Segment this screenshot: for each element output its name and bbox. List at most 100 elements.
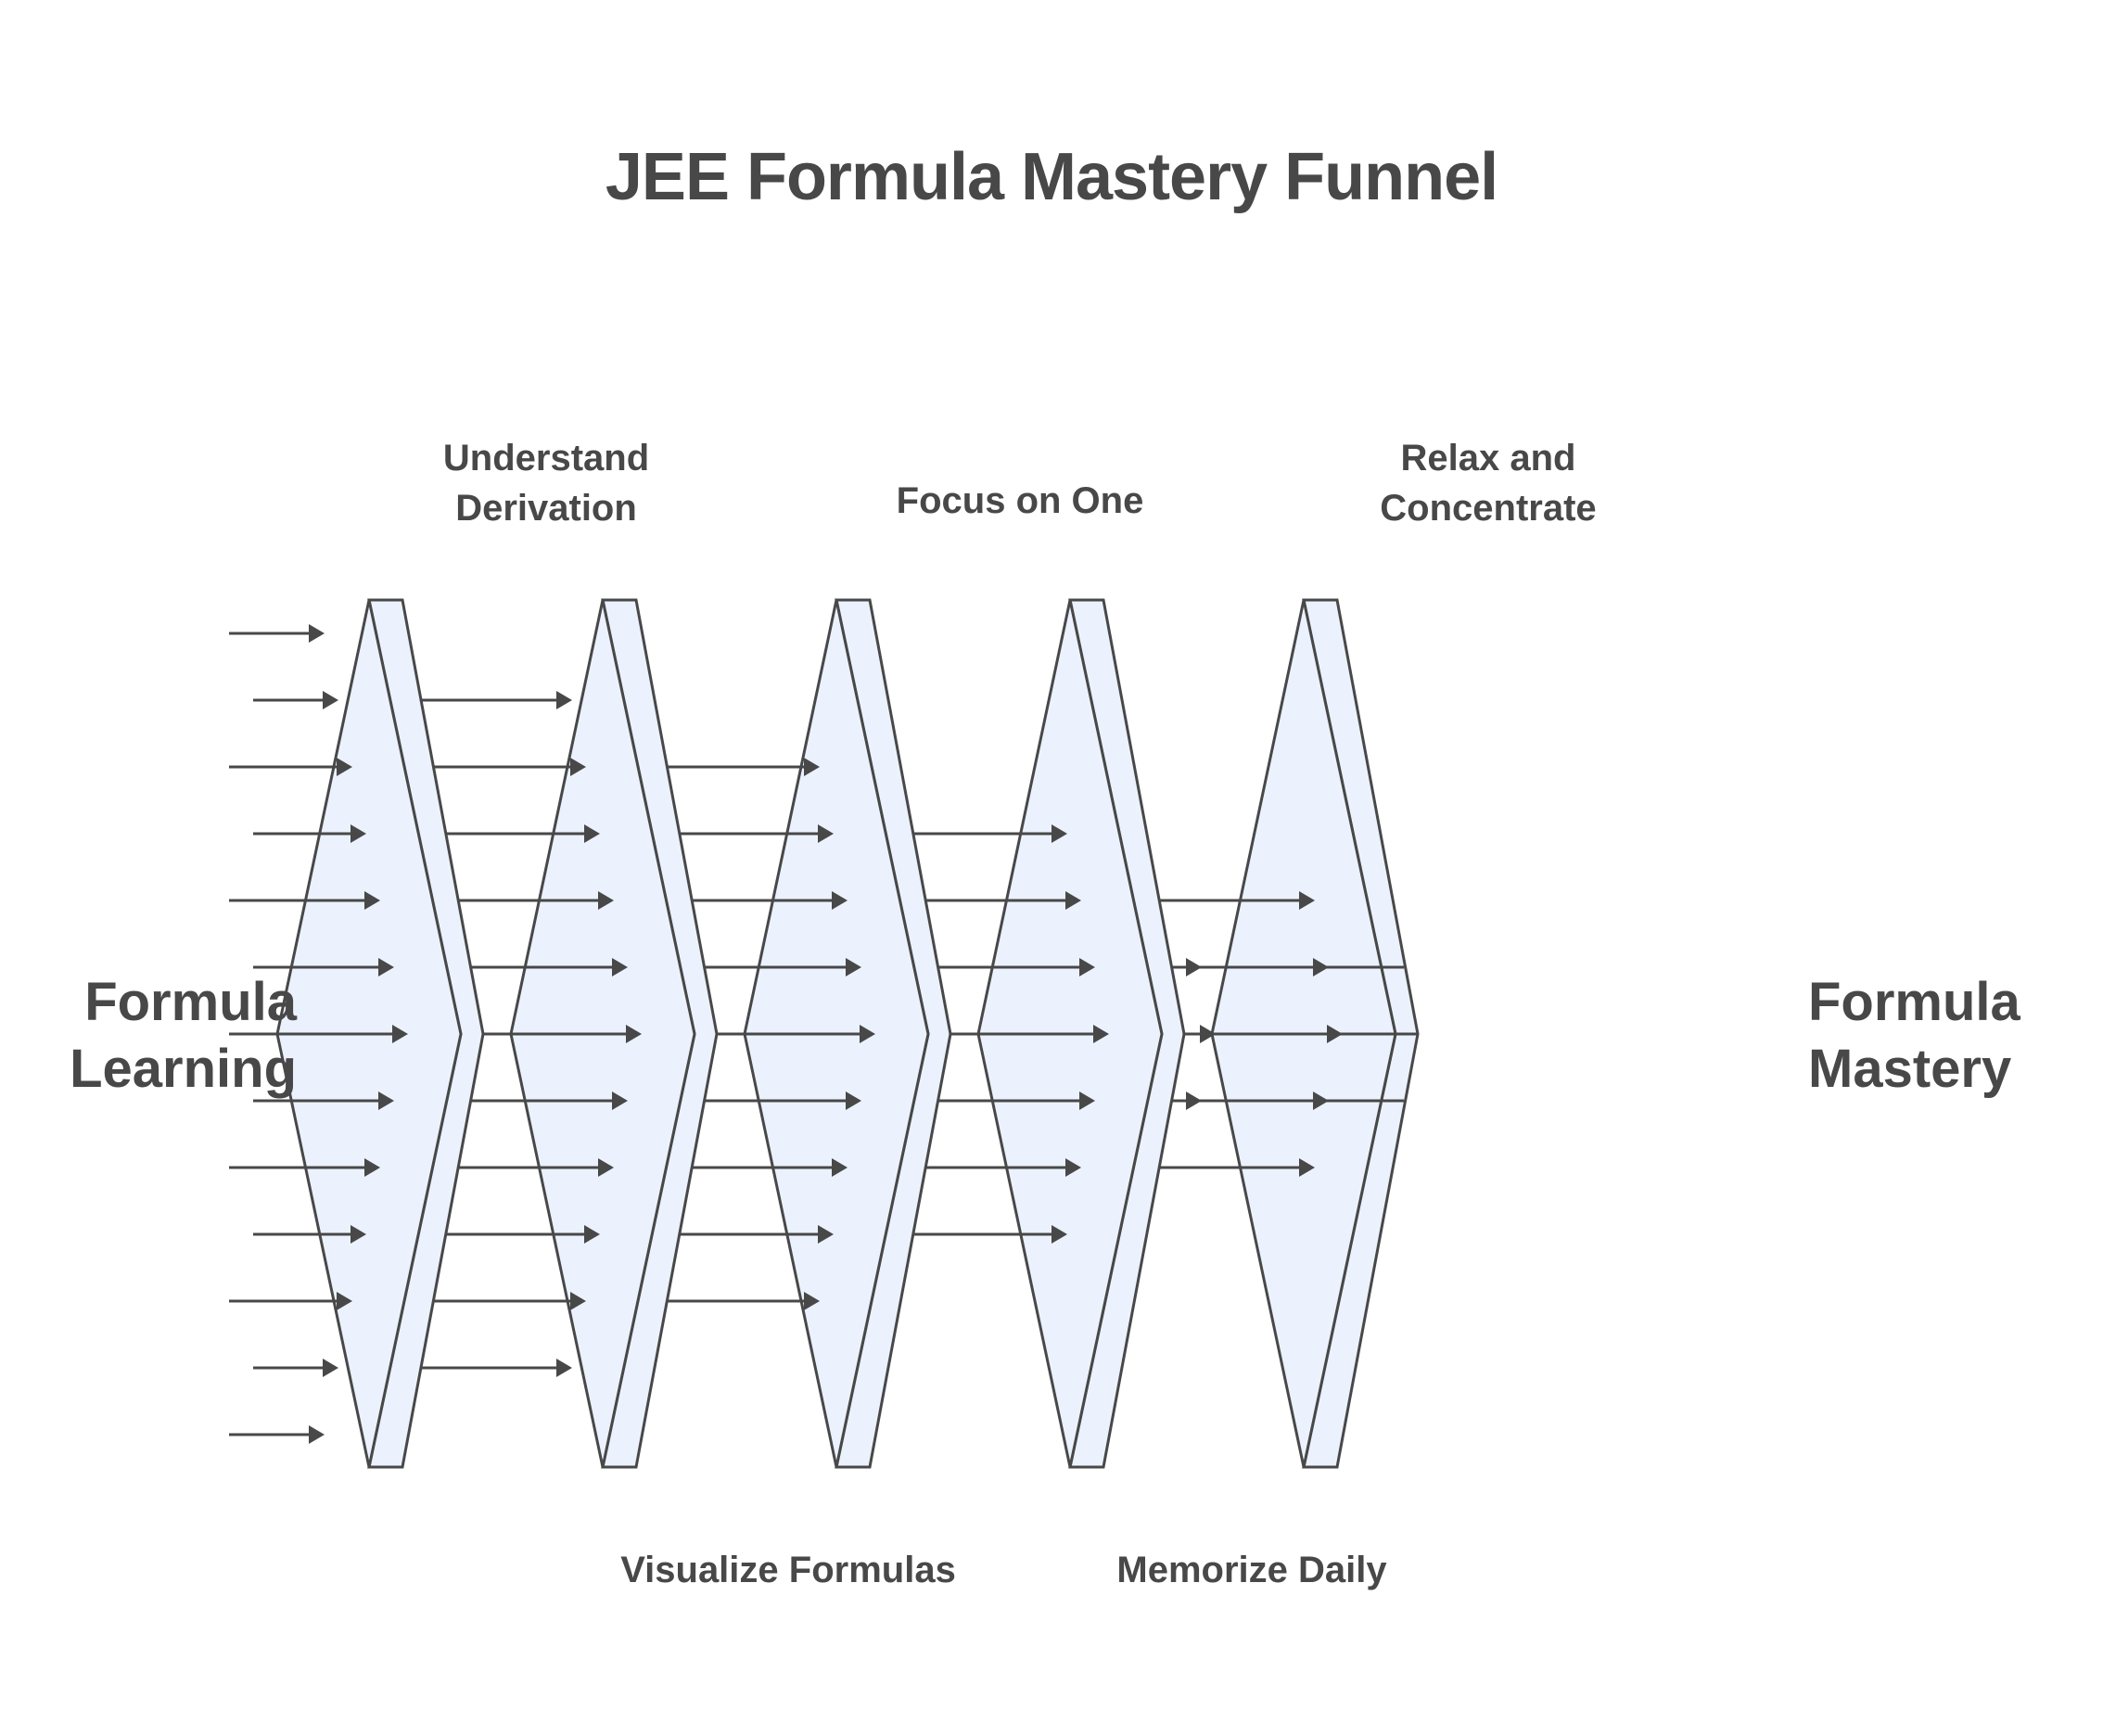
arrow-head xyxy=(1299,1158,1315,1177)
arrow-head xyxy=(1093,1025,1109,1043)
arrow-head xyxy=(584,824,600,843)
stage-3-input-arrow-inner xyxy=(786,1225,834,1244)
stage-2-input-arrow-inner xyxy=(525,1091,628,1110)
arrow-head xyxy=(309,624,325,643)
stage-1-input-arrow xyxy=(253,1359,338,1377)
stage-label-focus-on-one: Focus on One xyxy=(835,476,1205,526)
arrow-head xyxy=(1299,891,1315,910)
stage-1-input-arrow xyxy=(253,691,338,709)
output-arrow xyxy=(1200,1025,1418,1043)
arrow-head xyxy=(570,758,586,776)
arrow-head xyxy=(612,1091,628,1110)
arrow-head xyxy=(818,824,834,843)
output-arrow xyxy=(1186,1091,1405,1110)
stage-1-input-arrow-inner xyxy=(333,1292,352,1310)
stage-1-input-arrow-inner xyxy=(319,824,366,843)
stage-2-input-arrow-inner xyxy=(539,891,614,910)
arrow-head xyxy=(378,958,394,976)
stage-1-input-arrow-inner xyxy=(305,1158,380,1177)
diagram-title: JEE Formula Mastery Funnel xyxy=(605,140,1498,214)
arrow-head xyxy=(598,891,614,910)
arrow-head xyxy=(860,1025,875,1043)
arrow-head xyxy=(1065,1158,1081,1177)
stage-label-relax-and-concentrate: Relax and Concentrate xyxy=(1317,433,1660,533)
stage-5-input-arrow-inner xyxy=(1240,891,1315,910)
stage-3-input-arrow-inner xyxy=(786,824,834,843)
stage-2-input-arrow xyxy=(427,1292,586,1310)
stage-2-input-arrow-inner xyxy=(525,958,628,976)
output-label-line2: Mastery xyxy=(1808,1039,2012,1099)
arrow-head xyxy=(392,1025,408,1043)
stage-label-line: Relax and xyxy=(1400,438,1576,479)
output-label-line1: Formula xyxy=(1808,972,2020,1032)
stage-5-input-arrow-inner xyxy=(1240,1158,1315,1177)
stage-label-line: Visualize Formulas xyxy=(620,1550,956,1590)
arrow-head xyxy=(1052,824,1067,843)
stage-1-input-arrow xyxy=(229,1425,325,1444)
stage-2-input-arrow-inner xyxy=(553,1225,600,1244)
stage-1-input-arrow xyxy=(229,624,325,643)
stage-3-input-arrow-inner xyxy=(772,1158,848,1177)
arrow-head xyxy=(323,1359,338,1377)
stage-label-understand-derivation: Understand Derivation xyxy=(379,433,713,533)
stage-1-input-arrow-inner xyxy=(291,958,394,976)
stage-2-input-arrow-inner xyxy=(567,1292,586,1310)
arrow-head xyxy=(1065,891,1081,910)
stage-label-line: Derivation xyxy=(455,488,637,529)
arrow-head xyxy=(570,1292,586,1310)
stage-3-input-arrow-inner xyxy=(758,958,861,976)
stage-2-input-arrow-inner xyxy=(553,824,600,843)
arrow-head xyxy=(323,691,338,709)
stage-4-input-arrow-inner xyxy=(1006,891,1081,910)
arrow-head xyxy=(556,691,572,709)
arrow-head xyxy=(846,958,861,976)
stage-3-input-arrow-inner xyxy=(772,891,848,910)
arrow-head xyxy=(1200,1025,1216,1043)
stage-1-input-arrow-inner xyxy=(291,1091,394,1110)
arrow-head xyxy=(556,1359,572,1377)
arrow-head xyxy=(364,891,380,910)
input-label-line2: Learning xyxy=(70,1039,297,1099)
stage-4-input-arrow-inner xyxy=(1006,1158,1081,1177)
stage-label-line: Understand xyxy=(442,438,650,479)
stage-4-input-arrow-inner xyxy=(992,958,1095,976)
stage-1-input-arrow-inner xyxy=(333,758,352,776)
stage-3-input-arrow-inner xyxy=(800,1292,820,1310)
stage-label-line: Concentrate xyxy=(1380,488,1597,529)
arrow-head xyxy=(350,1225,366,1244)
stage-3-input-arrow xyxy=(661,1292,820,1310)
stage-2-input-arrow xyxy=(414,691,572,709)
arrow-head xyxy=(832,1158,848,1177)
arrow-head xyxy=(804,758,820,776)
arrow-head xyxy=(1052,1225,1067,1244)
arrow-head xyxy=(626,1025,642,1043)
stage-1-input-arrow-inner xyxy=(305,891,380,910)
input-label: Formula Learning xyxy=(37,969,297,1103)
arrow-head xyxy=(337,758,352,776)
arrow-head xyxy=(1186,958,1202,976)
arrow-head xyxy=(378,1091,394,1110)
arrow-head xyxy=(364,1158,380,1177)
arrow-head xyxy=(804,1292,820,1310)
stage-4-input-arrow-inner xyxy=(992,1091,1095,1110)
stage-2-input-arrow-inner xyxy=(511,1025,642,1043)
stage-2-input-arrow xyxy=(414,1359,572,1377)
stage-3-input-arrow-inner xyxy=(800,758,820,776)
output-arrow xyxy=(1186,958,1405,976)
arrow-head xyxy=(1079,1091,1095,1110)
stage-label-line: Memorize Daily xyxy=(1116,1550,1387,1590)
stage-1-input-arrow-inner xyxy=(319,1225,366,1244)
stage-3-input-arrow-inner xyxy=(758,1091,861,1110)
stage-label-memorize-daily: Memorize Daily xyxy=(1066,1545,1437,1595)
stage-2-input-arrow xyxy=(427,758,586,776)
stage-label-line: Focus on One xyxy=(896,480,1144,521)
arrow-head xyxy=(832,891,848,910)
stage-1-input-arrow-inner xyxy=(277,1025,408,1043)
arrow-head xyxy=(1079,958,1095,976)
stage-3-input-arrow-inner xyxy=(745,1025,875,1043)
stage-2-input-arrow-inner xyxy=(539,1158,614,1177)
arrow-head xyxy=(309,1425,325,1444)
stage-2-input-arrow-inner xyxy=(567,758,586,776)
stage-3-input-arrow xyxy=(661,758,820,776)
